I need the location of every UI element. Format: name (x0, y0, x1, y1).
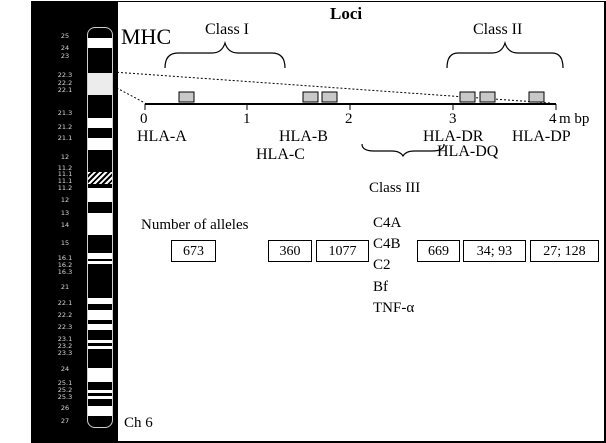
band-label: 22.1 (57, 86, 73, 94)
gene-label-hla-a: HLA-A (137, 128, 187, 145)
band-label: 11.2 (57, 164, 73, 172)
ideogram-band (88, 390, 112, 393)
class-iii-gene: C2 (373, 257, 391, 273)
ideogram-band (88, 368, 112, 382)
band-label: 25.2 (57, 386, 73, 394)
band-label: 22.1 (57, 299, 73, 307)
band-label: 23.1 (57, 335, 73, 343)
ideogram-band (88, 213, 112, 235)
ideogram-band (88, 310, 112, 320)
band-label: 23.3 (57, 349, 73, 357)
band-label: 11.2 (57, 184, 73, 192)
ideogram-band (88, 406, 112, 416)
ideogram-band (88, 324, 112, 330)
chromosome-6-ideogram (87, 27, 113, 428)
band-label: 25 (60, 32, 70, 40)
ideogram-band (88, 261, 112, 264)
class-iii-gene: TNF-α (373, 300, 415, 316)
band-label: 13 (60, 209, 70, 217)
band-label: 16.2 (57, 261, 73, 269)
band-label: 27 (60, 417, 70, 425)
scale-tick-label: 3 (449, 111, 457, 127)
allele-count-hla-dq: 34; 93 (463, 240, 526, 262)
band-label: 21.1 (57, 134, 73, 142)
ideogram-band (88, 38, 112, 48)
gene-locus-box (321, 91, 338, 103)
loci-title: Loci (330, 4, 363, 23)
allele-count-hla-a: 673 (171, 240, 216, 262)
allele-count-hla-b: 1077 (316, 240, 369, 262)
band-label: 15 (60, 239, 70, 247)
scale-tick-label: 1 (243, 111, 251, 127)
zoom-line-lower (112, 85, 146, 104)
band-label: 14 (60, 221, 70, 229)
ideogram-band (88, 340, 112, 343)
scale-tick-label: 0 (140, 111, 148, 127)
class-ii-label: Class II (473, 21, 523, 38)
scale-tick-label: 2 (345, 111, 353, 127)
gene-locus-box (479, 91, 496, 103)
band-label: 21 (60, 283, 70, 291)
gene-label-hla-dq: HLA-DQ (437, 143, 499, 160)
gene-locus-box (178, 91, 195, 103)
band-label: 23.2 (57, 342, 73, 350)
gene-locus-box (302, 91, 319, 103)
alleles-label: Number of alleles (141, 217, 249, 233)
class-iii-gene: C4A (373, 215, 402, 231)
band-label: 25.3 (57, 393, 73, 401)
gene-label-hla-c: HLA-C (256, 146, 305, 163)
band-label: 23 (60, 52, 70, 60)
scale-tick-label: 4 (549, 111, 557, 127)
band-label: 22.2 (57, 79, 73, 87)
band-label: 11.1 (57, 177, 73, 185)
chromosome-label: Ch 6 (124, 415, 153, 431)
class-iii-label: Class III (369, 180, 421, 196)
band-label: 24 (60, 365, 70, 373)
ideogram-band (88, 298, 112, 304)
band-label: 16.3 (57, 268, 73, 276)
band-label: 21.2 (57, 123, 73, 131)
ideogram-band (88, 253, 112, 259)
allele-count-hla-c: 360 (268, 240, 312, 262)
band-label: 24 (60, 44, 70, 52)
class-iii-gene: C4B (373, 236, 401, 252)
band-label: 21.3 (57, 109, 73, 117)
band-label: 22.2 (57, 311, 73, 319)
band-label: 25.1 (57, 379, 73, 387)
class-iii-brace (361, 143, 445, 158)
allele-count-hla-dr: 669 (417, 240, 460, 262)
mhc-label: MHC (121, 24, 172, 49)
band-label: 16.1 (57, 254, 73, 262)
ideogram-band-mhc (88, 73, 112, 95)
ideogram-band (88, 138, 112, 150)
band-label: 22.3 (57, 71, 73, 79)
class-i-label: Class I (205, 21, 249, 38)
scale-unit: m bp (559, 111, 590, 127)
ideogram-band (88, 118, 112, 128)
diagram-panel (118, 2, 604, 441)
zoom-line-upper (112, 71, 551, 104)
band-label: 12 (60, 196, 70, 204)
allele-count-hla-dp: 27; 128 (530, 240, 599, 262)
band-label: 22.3 (57, 323, 73, 331)
class-iii-gene: Bf (373, 279, 388, 295)
ideogram-band (88, 188, 112, 202)
gene-label-hla-b: HLA-B (279, 128, 328, 145)
class-ii-brace (446, 40, 564, 69)
ideogram-band (88, 346, 112, 349)
band-label: 11.1 (57, 170, 73, 178)
band-label: 26 (60, 404, 70, 412)
gene-label-hla-dr: HLA-DR (423, 128, 484, 145)
gene-label-hla-dp: HLA-DP (512, 128, 571, 145)
class-i-brace (164, 40, 286, 69)
ideogram-band (88, 396, 112, 399)
gene-locus-box (528, 91, 545, 103)
gene-locus-box (459, 91, 476, 103)
band-label: 12 (60, 153, 70, 161)
ideogram-band-centromere (88, 172, 112, 184)
